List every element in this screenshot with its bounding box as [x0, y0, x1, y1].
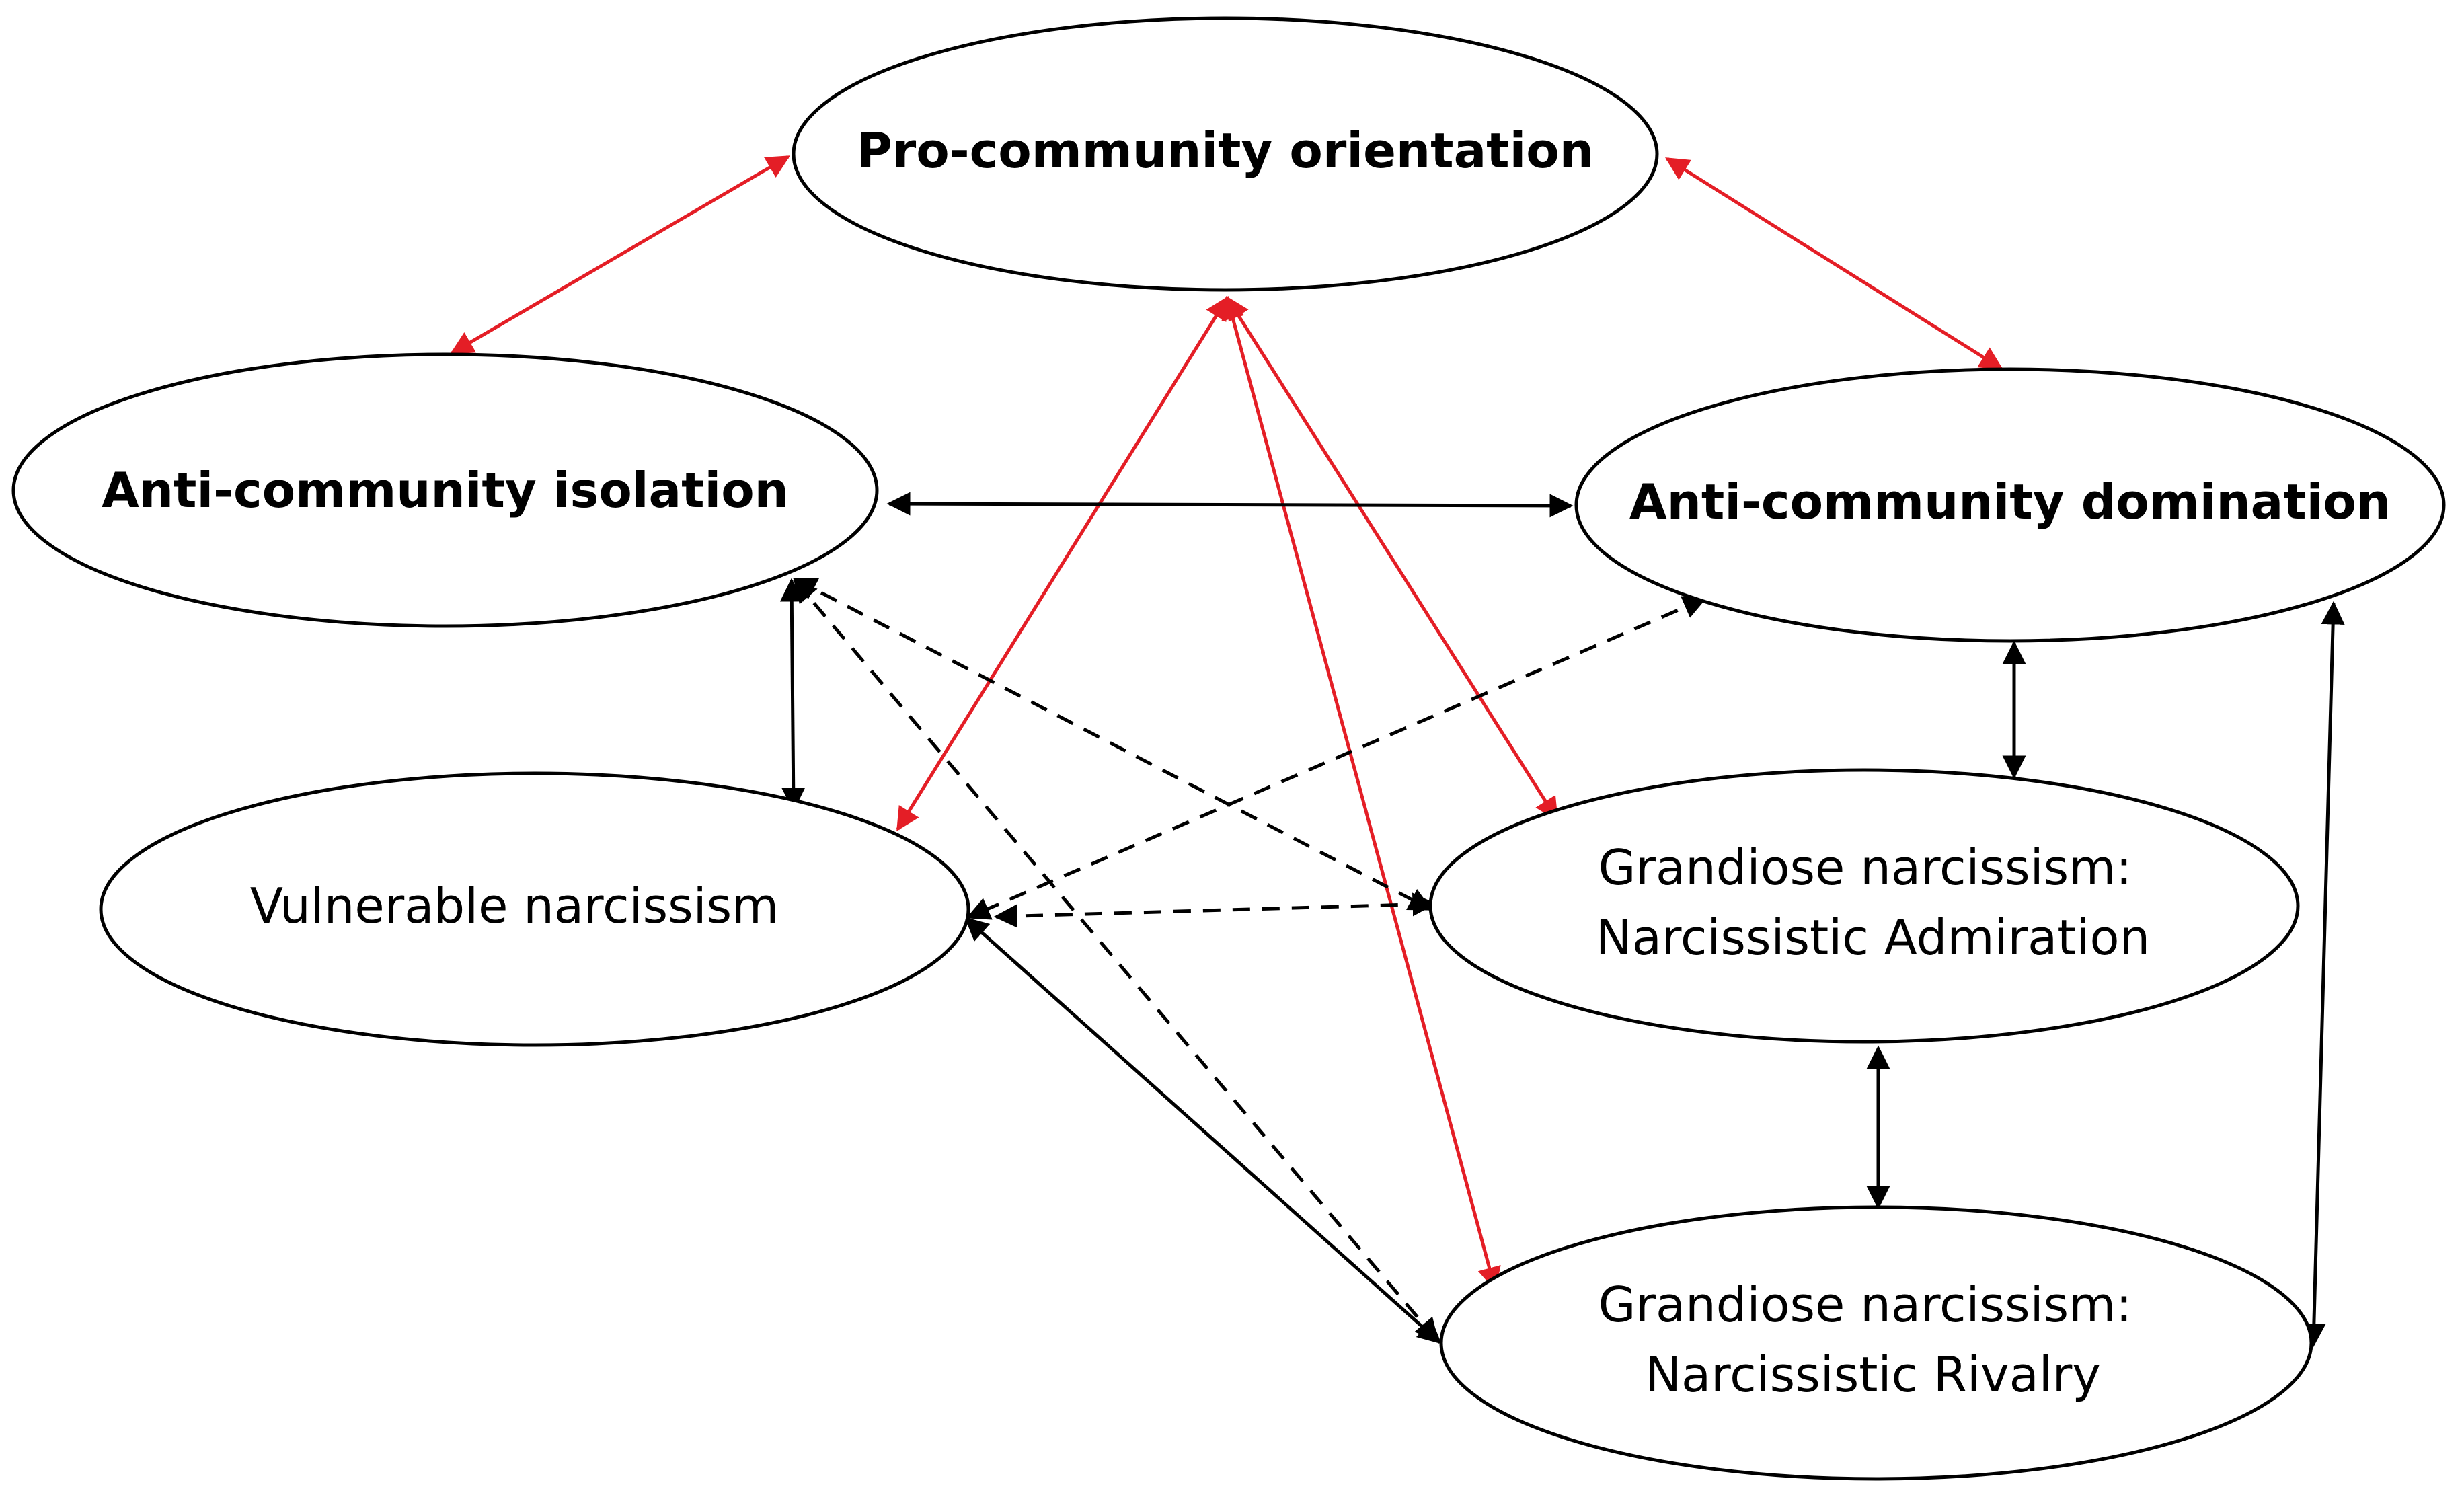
- edge-dom-riv: [2302, 601, 2345, 1348]
- node-vulnerable-narcissism: Vulnerable narcissism: [99, 771, 970, 1047]
- edge-pro-dom: [1665, 157, 2003, 371]
- edge-vul-riv: [964, 917, 1442, 1344]
- node-label-narcissistic-rivalry: Grandiose narcissism: Narcissistic Rival…: [1599, 1276, 2148, 1403]
- node-narcissistic-rivalry: Grandiose narcissism: Narcissistic Rival…: [1439, 1205, 2313, 1481]
- edge-pro-riv: [1221, 295, 1501, 1291]
- node-anti-community-isolation: Anti-community isolation: [11, 352, 879, 628]
- node-label-line: Narcissistic Admiration: [1596, 909, 2150, 966]
- edge-iso-dom: [886, 492, 1574, 518]
- node-label-anti-community-isolation: Anti-community isolation: [102, 462, 789, 519]
- edges-layer: [449, 155, 2345, 1348]
- node-label-anti-community-domination: Anti-community domination: [1629, 473, 2391, 530]
- node-label-vulnerable-narcissism: Vulnerable narcissism: [250, 878, 779, 934]
- node-narcissistic-admiration: Grandiose narcissism: Narcissistic Admir…: [1428, 768, 2300, 1044]
- node-label-line: Anti-community isolation: [102, 462, 789, 519]
- edge-pro-iso: [449, 155, 791, 355]
- edge-dom-vul: [966, 596, 1707, 920]
- node-label-line: Anti-community domination: [1629, 473, 2391, 530]
- edge-pro-adm: [1225, 296, 1559, 821]
- node-pro-community-orientation: Pro-community orientation: [792, 16, 1659, 292]
- edge-vul-adm: [993, 892, 1436, 928]
- node-label-narcissistic-admiration: Grandiose narcissism: Narcissistic Admir…: [1596, 839, 2150, 966]
- node-anti-community-domination: Anti-community domination: [1574, 367, 2446, 643]
- node-label-line: Pro-community orientation: [857, 122, 1594, 179]
- edge-pro-vul: [896, 296, 1229, 831]
- node-label-line: Narcissistic Rivalry: [1645, 1346, 2101, 1403]
- edge-iso-vul: [779, 578, 806, 812]
- node-label-line: Grandiose narcissism:: [1599, 839, 2132, 896]
- node-label-line: Grandiose narcissism:: [1599, 1276, 2132, 1333]
- node-label-pro-community-orientation: Pro-community orientation: [857, 122, 1594, 179]
- node-label-line: Vulnerable narcissism: [250, 878, 779, 934]
